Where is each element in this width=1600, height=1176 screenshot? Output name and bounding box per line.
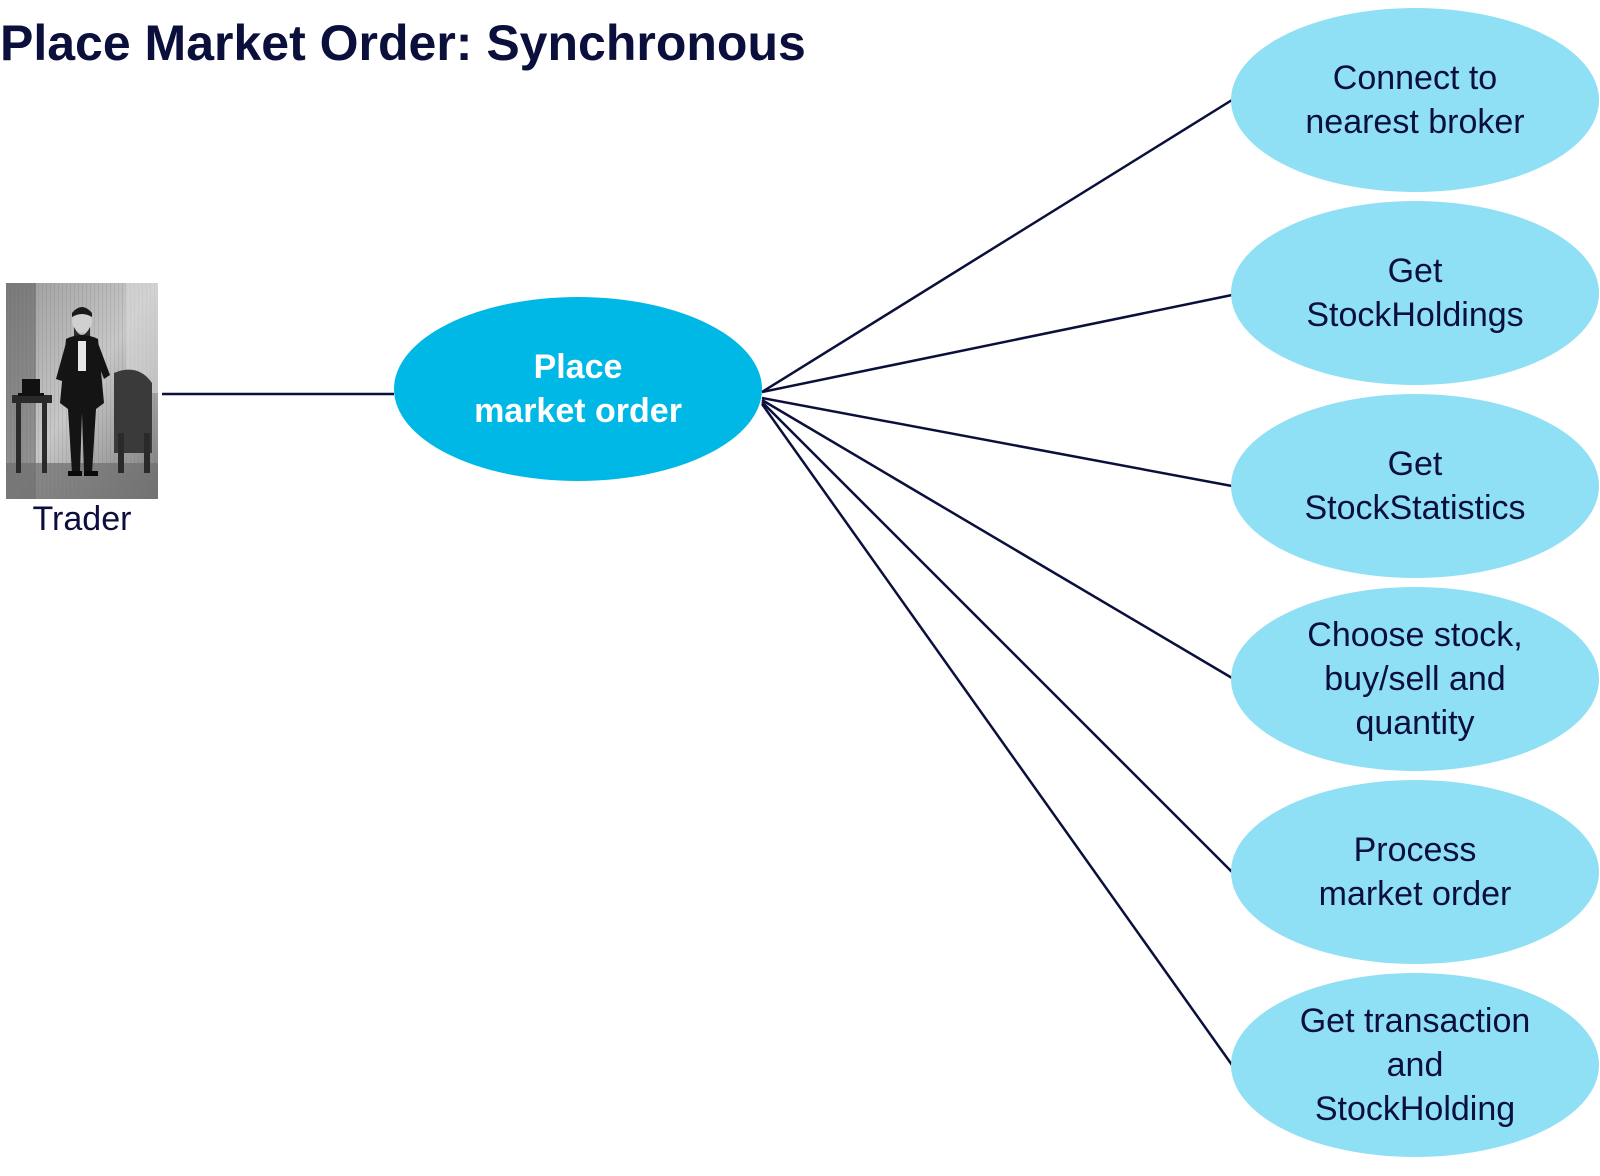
trader-figure-icon (6, 283, 158, 499)
use-case-connect-broker[interactable] (1231, 8, 1599, 192)
use-case-process-order[interactable] (1231, 780, 1599, 964)
use-case-label-6: Get transaction and StockHolding (1299, 1002, 1531, 1128)
trader-portrait (6, 283, 158, 499)
use-case-label-1: Connect to nearest broker (1305, 59, 1525, 141)
use-case-get-transaction[interactable] (1231, 973, 1599, 1157)
use-case-get-stockstatistics[interactable] (1231, 394, 1599, 578)
use-case-label-2: Get StockHoldings (1306, 252, 1524, 334)
connector-5 (761, 401, 1233, 873)
use-case-choose-stock[interactable] (1231, 587, 1599, 771)
use-case-get-stockholdings[interactable] (1231, 201, 1599, 385)
connector-6 (760, 403, 1234, 1066)
use-case-label-4: Choose stock, buy/sell and quantity (1307, 616, 1523, 742)
connector-4 (761, 398, 1233, 680)
actor-label: Trader (32, 500, 132, 538)
connector-2 (761, 293, 1233, 394)
main-use-case-ellipse[interactable] (394, 297, 762, 481)
use-case-label-5: Process market order (1318, 831, 1512, 913)
main-use-case-label: Place market order (474, 348, 682, 430)
page-title: Place Market Order: Synchronous (0, 15, 806, 71)
connector-1 (761, 98, 1233, 394)
use-case-label-3: Get StockStatistics (1304, 445, 1526, 527)
connector-3 (761, 396, 1233, 488)
